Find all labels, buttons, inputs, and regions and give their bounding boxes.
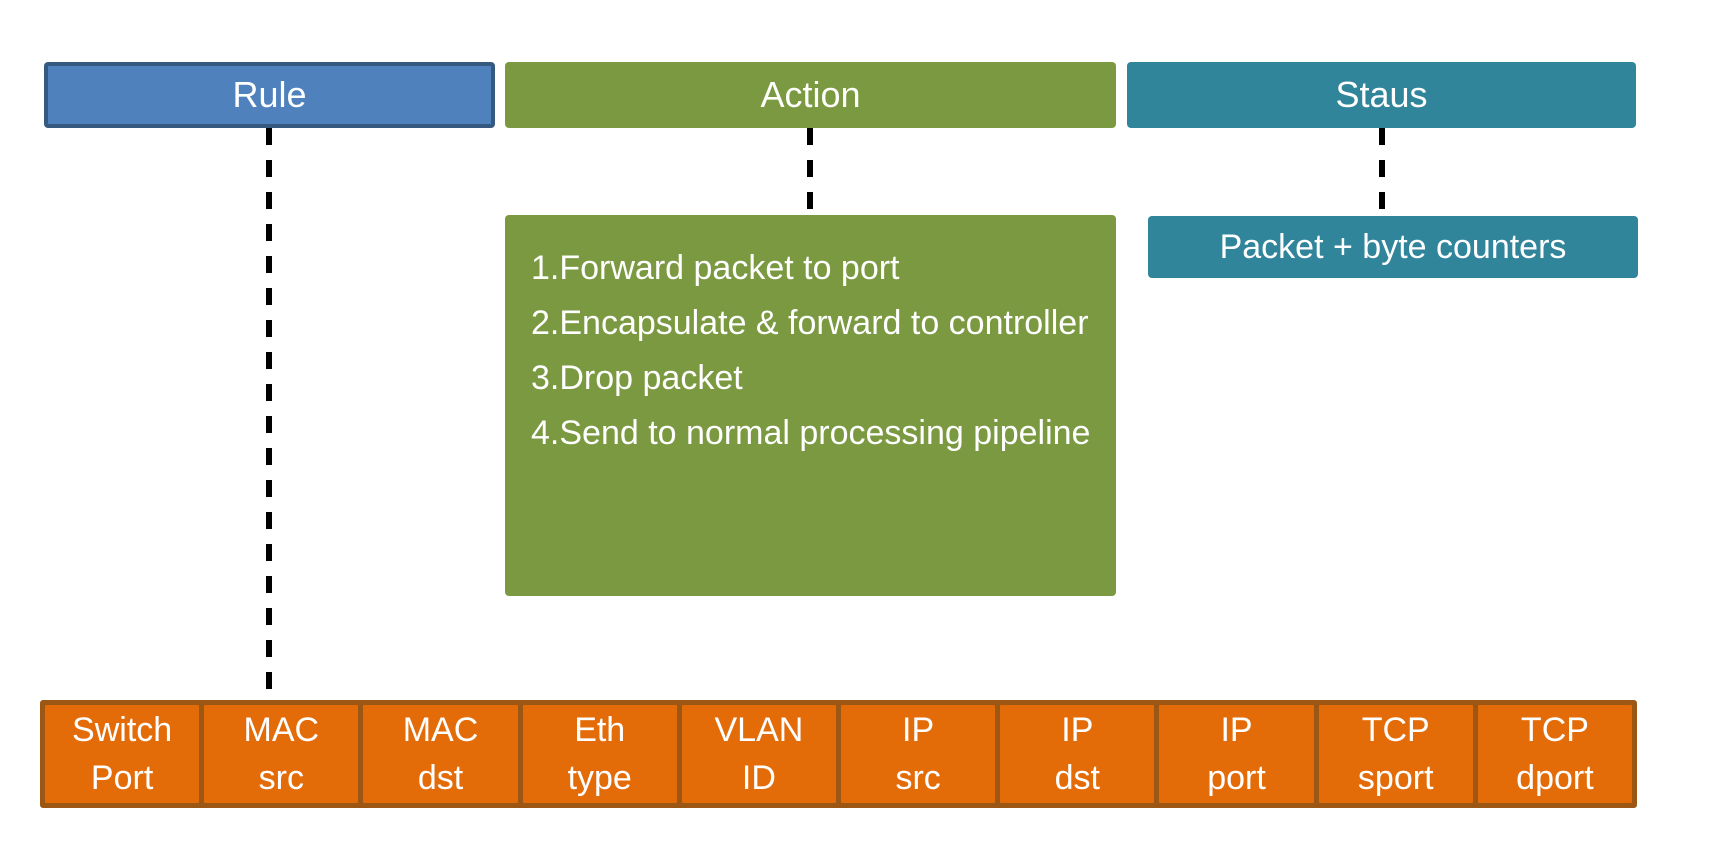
- action-list-item: 3.Drop packet: [531, 359, 743, 397]
- field-label-line2: dport: [1516, 759, 1594, 797]
- rule-header-label: Rule: [232, 74, 307, 115]
- field-label-line1: Eth: [574, 711, 626, 749]
- field-cell-vlan-id: VLAN ID: [681, 705, 837, 803]
- field-label-line2: ID: [741, 759, 776, 797]
- status-header: Staus: [1127, 62, 1636, 128]
- action-header-label: Action: [760, 74, 861, 115]
- field-label-line2: port: [1207, 759, 1266, 797]
- status-connector-line: [1379, 128, 1385, 216]
- action-list-item: 4.Send to normal processing pipeline: [531, 414, 1091, 452]
- field-label-line1: MAC: [402, 711, 479, 749]
- field-label-line2: type: [567, 759, 632, 797]
- field-cell-tcp-sport: TCP sport: [1318, 705, 1473, 803]
- field-label-line1: MAC: [243, 711, 320, 749]
- rule-connector-line: [266, 128, 272, 700]
- counters-box: Packet + byte counters: [1148, 216, 1638, 278]
- field-cell-ip-port: IP port: [1159, 705, 1314, 803]
- header-fields-row: Switch Port MAC src MAC dst Eth type VLA…: [40, 700, 1637, 808]
- field-label-line2: sport: [1357, 759, 1434, 797]
- field-label-line1: TCP: [1520, 711, 1589, 749]
- field-label-line2: dst: [1054, 759, 1100, 797]
- action-list-box: 1.Forward packet to port 2.Encapsulate &…: [505, 215, 1116, 596]
- action-header: Action: [505, 62, 1116, 128]
- status-header-label: Staus: [1335, 74, 1428, 115]
- field-cell-switch-port: Switch Port: [45, 705, 200, 803]
- field-cell-tcp-dport: TCP dport: [1477, 705, 1633, 803]
- field-label-line2: Port: [90, 759, 154, 797]
- field-label-line2: src: [895, 759, 941, 797]
- field-label-line1: IP: [1061, 711, 1094, 749]
- action-connector-line: [807, 128, 813, 216]
- field-cell-ip-src: IP src: [841, 705, 996, 803]
- action-list-item: 1.Forward packet to port: [531, 249, 900, 287]
- field-label-line2: dst: [417, 759, 464, 797]
- counters-box-label: Packet + byte counters: [1219, 227, 1567, 266]
- action-list-item: 2.Encapsulate & forward to controller: [531, 304, 1089, 342]
- field-label-line1: IP: [1220, 711, 1253, 749]
- field-label-line1: IP: [902, 711, 935, 749]
- field-cell-mac-dst: MAC dst: [363, 705, 518, 803]
- field-label-line1: Switch: [72, 711, 173, 749]
- field-label-line1: TCP: [1361, 711, 1430, 749]
- field-label-line1: VLAN: [714, 711, 804, 749]
- field-cell-eth-type: Eth type: [522, 705, 677, 803]
- rule-header: Rule: [44, 62, 495, 128]
- field-cell-ip-dst: IP dst: [1000, 705, 1155, 803]
- field-label-line2: src: [258, 759, 304, 797]
- field-cell-mac-src: MAC src: [204, 705, 359, 803]
